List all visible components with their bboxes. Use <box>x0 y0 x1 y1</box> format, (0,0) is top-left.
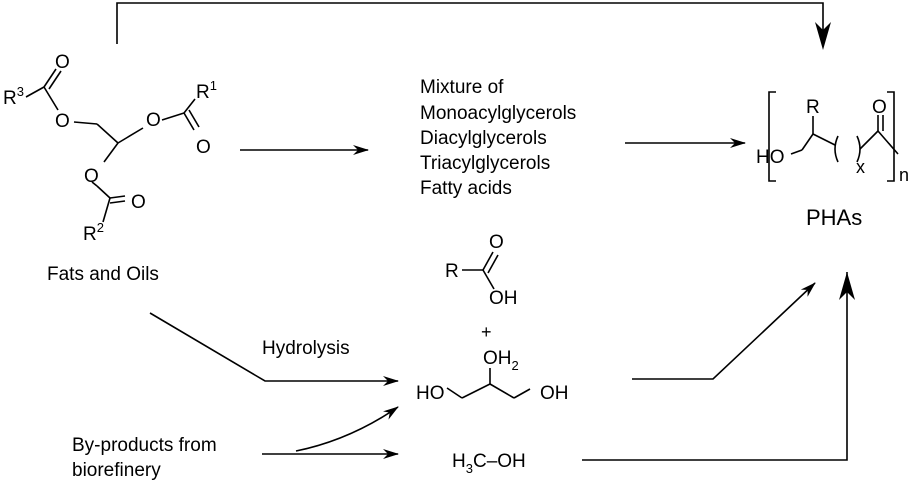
hydrolysis-arrow: Hydrolysis <box>149 312 399 386</box>
methanol-label: H3C–OH <box>452 451 526 476</box>
triglyceride-structure: R3 O O O O R1 O O R2 Fats and Oils <box>3 52 217 285</box>
pha-ho-label: HO <box>756 147 785 168</box>
mixture-line: Monoacylglycerols <box>420 103 576 124</box>
acid-oh-label: OH <box>489 288 518 309</box>
hydrolysis-label: Hydrolysis <box>262 338 350 359</box>
pha-structure: R O HO x n PHAs <box>756 91 909 230</box>
mixture-line: Triacylglycerols <box>420 153 550 174</box>
r3-label: R3 <box>3 84 24 109</box>
fats-and-oils-caption: Fats and Oils <box>47 264 159 285</box>
mixture-list: Mixture of Monoacylglycerols Diacylglyce… <box>420 77 576 199</box>
methanol-structure: H3C–OH <box>452 451 526 476</box>
acid-o-label: O <box>489 232 504 253</box>
methanol-to-pha-arrow <box>582 272 855 461</box>
fatty-acid-structure: R O OH + <box>445 232 518 342</box>
oxygen-label: O <box>55 52 70 73</box>
r2-label: R2 <box>83 220 104 245</box>
oxygen-label: O <box>146 110 161 131</box>
r1-label: R1 <box>196 78 217 103</box>
glycerol-ho-label: HO <box>416 383 445 404</box>
mixture-line: Fatty acids <box>420 178 512 199</box>
byproducts-to-glycerol-arrow <box>295 406 399 452</box>
oxygen-label: O <box>131 192 146 213</box>
byproducts-group: By-products from biorefinery <box>72 406 399 481</box>
phas-caption: PHAs <box>806 205 862 230</box>
oxygen-label: O <box>196 137 211 158</box>
pha-r-label: R <box>806 97 820 118</box>
direct-route-arrow <box>116 2 831 50</box>
glycerol-to-pha-arrow <box>632 282 816 380</box>
pha-x-label: x <box>856 157 865 177</box>
glycerol-oh-label: OH <box>540 383 569 404</box>
plus-sign: + <box>481 322 492 342</box>
pha-carbonyl-oxygen: O <box>872 97 887 118</box>
mixture-line: Diacylglycerols <box>420 128 547 149</box>
oxygen-label: O <box>84 166 99 187</box>
oxygen-label: O <box>55 111 70 132</box>
glycerol-structure: OH2 HO OH <box>416 348 569 404</box>
glycerol-oh2-label: OH2 <box>483 348 519 373</box>
pha-n-label: n <box>899 165 909 185</box>
mixture-line: Mixture of <box>420 77 504 98</box>
acid-r-label: R <box>445 261 459 282</box>
byproducts-line2: biorefinery <box>72 460 161 481</box>
byproducts-line1: By-products from <box>72 435 217 456</box>
